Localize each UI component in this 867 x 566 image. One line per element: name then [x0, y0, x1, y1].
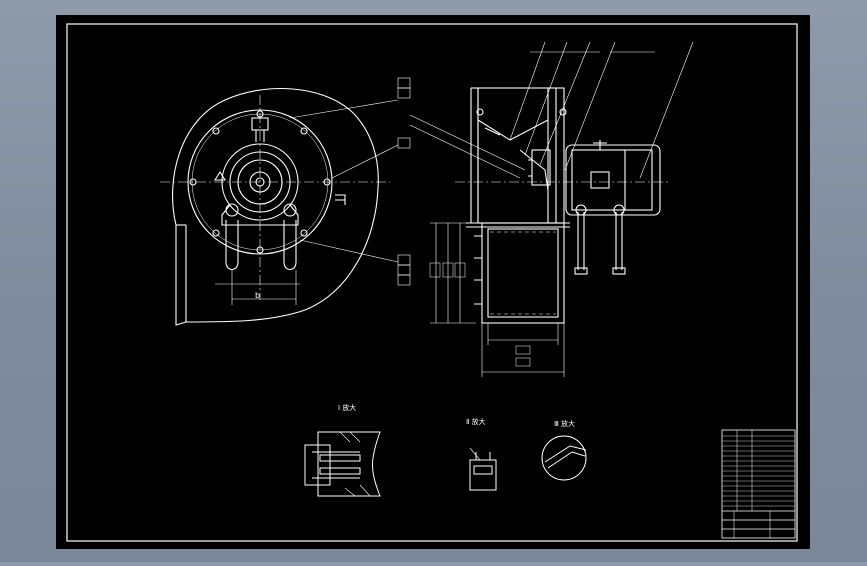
- drawing-frame: [66, 23, 798, 542]
- detail-2-label: Ⅱ 放大: [466, 417, 486, 426]
- title-block-rows: [722, 435, 795, 507]
- detail-view-3: [541, 435, 587, 481]
- dimension-b-label: b: [255, 291, 260, 300]
- detail-1-label: Ⅰ 放大: [338, 403, 356, 412]
- detail-3-label: Ⅲ 放大: [554, 419, 575, 428]
- drawing-sheet: [56, 15, 810, 549]
- side-view: [409, 41, 694, 377]
- front-view: [160, 77, 411, 326]
- title-block: [721, 429, 796, 539]
- detail-view-1: [304, 431, 381, 497]
- detail-view-2: [469, 447, 497, 491]
